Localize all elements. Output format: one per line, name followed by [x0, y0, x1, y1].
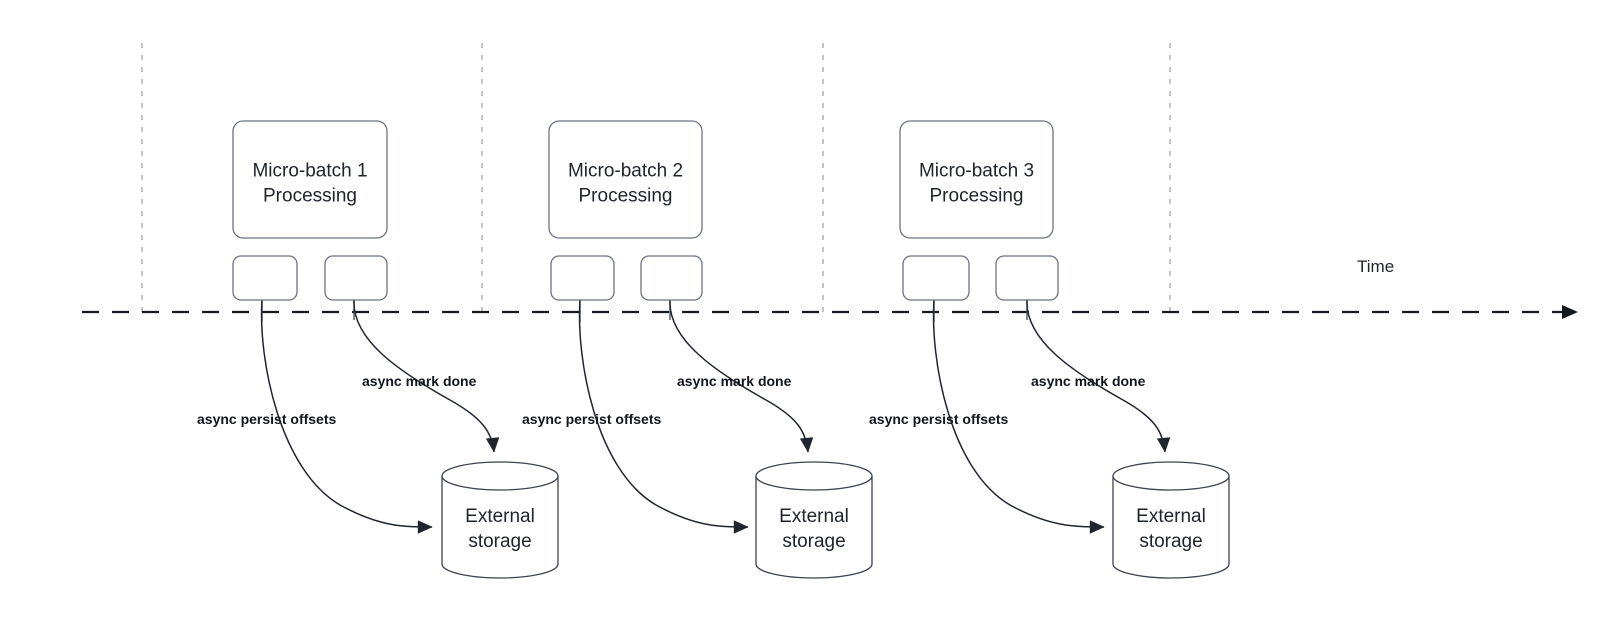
time-arrowhead [1562, 305, 1578, 319]
micro-batch-2-task-a[interactable] [550, 255, 615, 301]
async-persist-offsets-edge-1-label: async persist offsets [197, 411, 336, 427]
external-storage-3-line2: storage [1139, 531, 1202, 552]
async-mark-done-edge-2-label: async mark done [677, 373, 792, 389]
micro-batch-1-box[interactable] [232, 120, 388, 239]
async-persist-offsets-edge-2 [578, 299, 749, 534]
external-storage-1-line1: External [465, 506, 535, 527]
flow-edges-layer [260, 299, 1171, 534]
external-storage-3-body[interactable] [1112, 475, 1230, 579]
micro-batch-3-box-line2: Processing [930, 186, 1024, 207]
edge-labels-layer: async persist offsets async mark done asyn… [197, 373, 1146, 427]
async-mark-done-edge-2 [669, 299, 814, 453]
micro-batch-1-task-b[interactable] [324, 255, 388, 301]
async-persist-offsets-edge-2-label: async persist offsets [522, 411, 661, 427]
external-storage-2-line1: External [779, 506, 849, 527]
external-storage-2-top [755, 461, 873, 491]
micro-batch-2-box-line1: Micro-batch 2 [568, 161, 683, 182]
external-storage-3-line1: External [1136, 506, 1206, 527]
timeline-layer: Time [82, 257, 1578, 319]
external-storage-2-body[interactable] [755, 475, 873, 579]
time-axis-label: Time [1357, 257, 1394, 276]
micro-batch-2-box[interactable] [548, 120, 703, 239]
micro-batch-1-task-a[interactable] [232, 255, 298, 301]
external-storage-1-top [441, 461, 559, 491]
async-mark-done-edge-3-label: async mark done [1031, 373, 1146, 389]
micro-batch-1-box-line2: Processing [263, 186, 357, 207]
micro-batch-2-task-b[interactable] [640, 255, 703, 301]
async-persist-offsets-edge-3-label: async persist offsets [869, 411, 1008, 427]
async-mark-done-edge-1 [353, 299, 500, 453]
external-storage-3-top [1112, 461, 1230, 491]
async-persist-offsets-edge-3 [932, 299, 1105, 534]
micro-batch-1-box-line1: Micro-batch 1 [252, 161, 367, 182]
micro-batch-3-box[interactable] [899, 120, 1054, 239]
micro-batch-3-task-b[interactable] [995, 255, 1059, 301]
micro-batch-2-box-line2: Processing [579, 186, 673, 207]
async-mark-done-edge-3 [1026, 299, 1171, 453]
async-persist-offsets-edge-1 [260, 299, 433, 534]
async-mark-done-edge-1-label: async mark done [362, 373, 477, 389]
external-storage-1-line2: storage [468, 531, 531, 552]
micro-batch-3-task-a[interactable] [902, 255, 970, 301]
external-storage-1-body[interactable] [441, 475, 559, 579]
external-storage-2-line2: storage [782, 531, 845, 552]
micro-batch-3-box-line1: Micro-batch 3 [919, 161, 1034, 182]
guide-lines-layer [141, 43, 1171, 316]
